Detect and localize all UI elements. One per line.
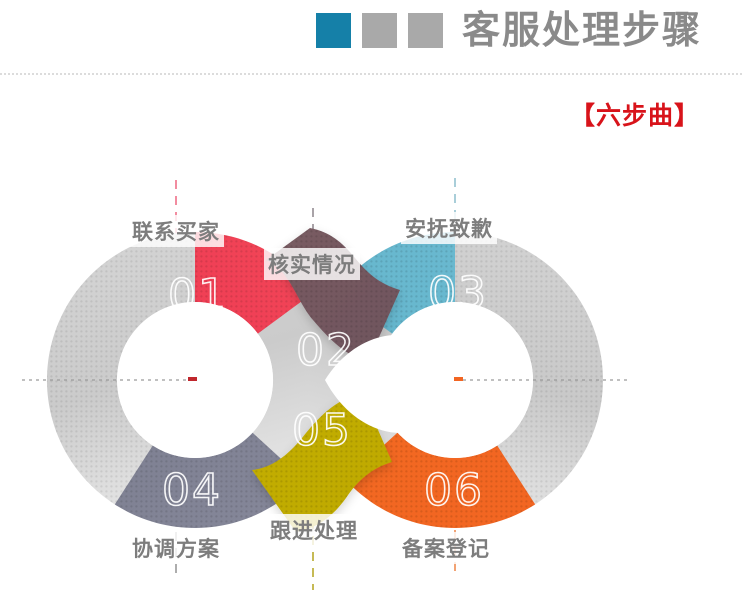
header-title-row: 客服处理步骤: [315, 8, 702, 52]
infinity-diagram-svg: 01 02 03 04 05 06: [22, 178, 630, 590]
header-square-gray-2: [407, 12, 443, 48]
segment-05: [252, 393, 392, 532]
axis-marker-right: [454, 377, 463, 381]
page-header: 客服处理步骤: [0, 0, 742, 75]
center-white-lens: [325, 334, 412, 433]
segment-number-02: 02: [296, 325, 356, 376]
subtitle: 【六步曲】: [569, 101, 700, 130]
process-diagram: 01 02 03 04 05 06 联系买家 核实情况 安抚致歉 协调方案 跟进…: [0, 150, 742, 606]
axis-lines: [22, 377, 630, 381]
step-label-02: 核实情况: [264, 248, 360, 280]
step-label-01: 联系买家: [128, 215, 224, 247]
header-square-gray-1: [361, 12, 397, 48]
page-title: 客服处理步骤: [461, 8, 702, 52]
step-label-06: 备案登记: [398, 532, 494, 564]
header-divider: [0, 73, 742, 75]
header-square-accent: [315, 12, 351, 48]
segment-number-06: 06: [424, 465, 484, 516]
axis-marker-left: [188, 377, 197, 381]
segment-number-03: 03: [428, 268, 488, 319]
step-label-05: 跟进处理: [266, 514, 362, 546]
step-label-03: 安抚致歉: [401, 212, 497, 244]
segment-number-04: 04: [162, 465, 222, 516]
segment-number-01: 01: [168, 270, 228, 321]
step-label-04: 协调方案: [128, 532, 224, 564]
segment-number-05: 05: [292, 405, 352, 456]
